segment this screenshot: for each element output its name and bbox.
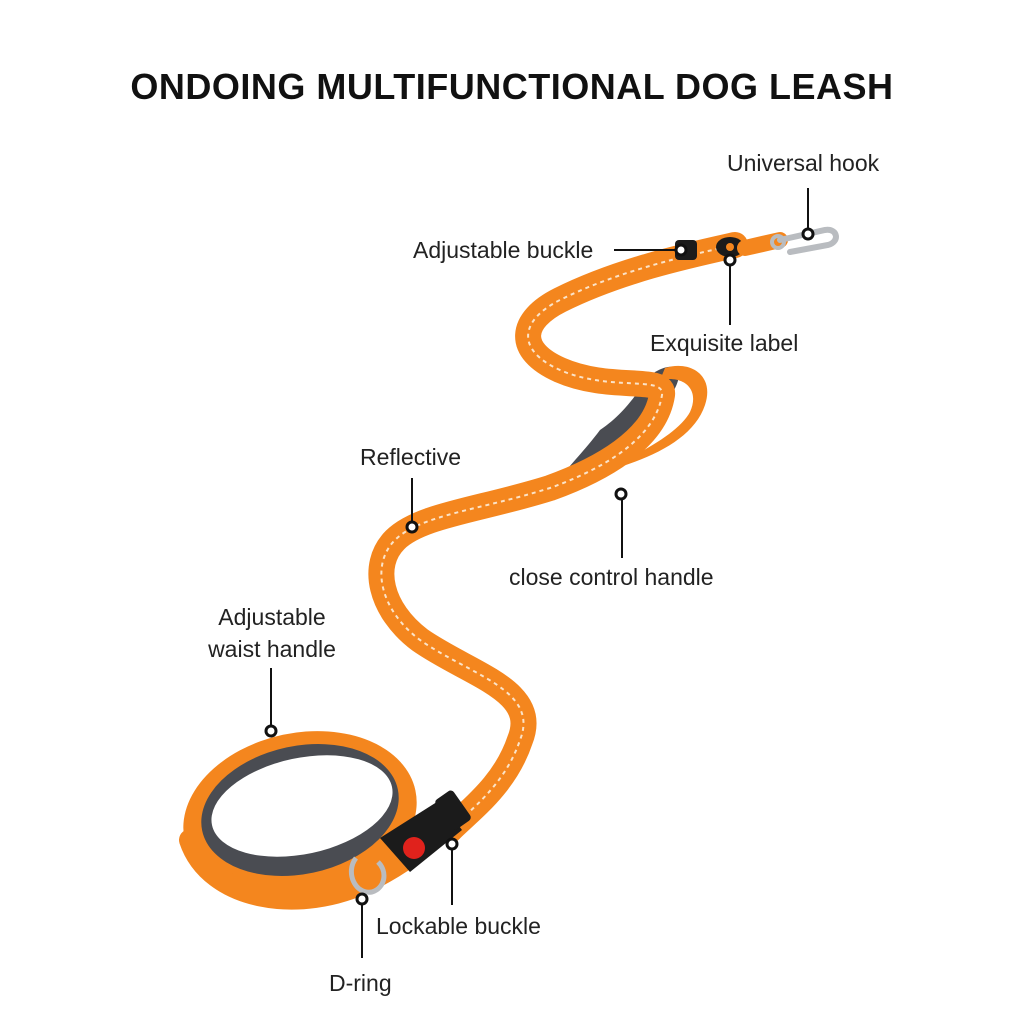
label-icon bbox=[716, 237, 744, 257]
label-lockable-buckle: Lockable buckle bbox=[376, 913, 541, 939]
short-strap-to-hook bbox=[737, 232, 788, 256]
marker-waist-handle bbox=[264, 724, 278, 738]
marker-universal-hook bbox=[801, 227, 815, 241]
label-exquisite-label: Exquisite label bbox=[650, 330, 799, 356]
page-title: ONDOING MULTIFUNCTIONAL DOG LEASH bbox=[130, 66, 894, 107]
marker-d-ring bbox=[355, 892, 369, 906]
marker-close-control-handle bbox=[614, 487, 628, 501]
marker-exquisite-label bbox=[723, 253, 737, 267]
marker-reflective bbox=[405, 520, 419, 534]
lock-button bbox=[403, 837, 425, 859]
reflective-stitching bbox=[380, 244, 736, 831]
label-reflective: Reflective bbox=[360, 444, 461, 470]
label-waist-handle-line1: Adjustable bbox=[218, 604, 326, 630]
marker-lockable-buckle bbox=[445, 837, 459, 851]
label-waist-handle-line2: waist handle bbox=[208, 636, 336, 662]
label-adjustable-waist-handle: Adjustable waist handle bbox=[196, 601, 348, 665]
close-control-handle-strap bbox=[565, 365, 708, 488]
waist-handle-inner bbox=[211, 755, 393, 857]
buckle-icon bbox=[380, 790, 471, 872]
label-close-control-handle: close control handle bbox=[509, 564, 714, 590]
d-ring-icon bbox=[348, 856, 387, 895]
label-adjustable-buckle: Adjustable buckle bbox=[413, 237, 594, 263]
marker-adjustable-buckle bbox=[674, 243, 688, 257]
label-d-ring: D-ring bbox=[329, 970, 392, 996]
label-universal-hook: Universal hook bbox=[727, 150, 880, 176]
callouts bbox=[264, 188, 815, 958]
universal-hook-icon bbox=[770, 226, 839, 255]
